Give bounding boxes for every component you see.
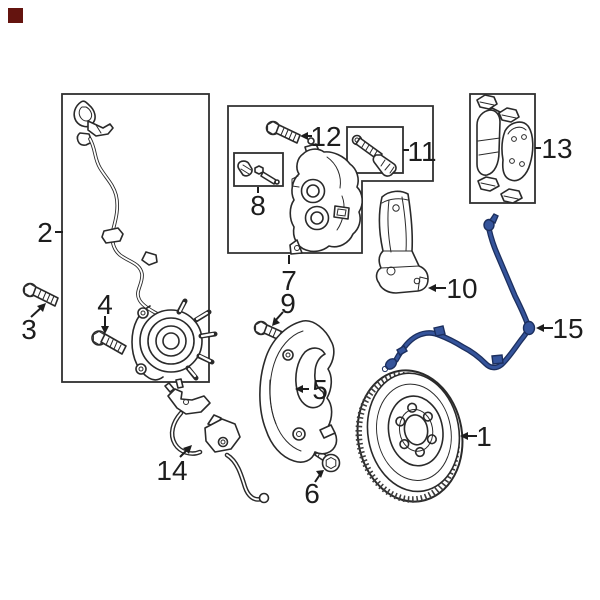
callout-6: 6 [304,478,320,509]
part-1-brake-rotor-drawing [355,369,464,503]
arrow-6 [316,470,324,478]
arrow-1 [460,432,468,440]
part-14-brake-hose-drawing [164,378,270,504]
callout-15: 15 [552,313,583,344]
arrow-10 [428,284,436,292]
group-box-caliper [227,105,434,254]
part-12-bolt-drawing [265,120,301,144]
arrow-3 [37,303,46,312]
callout-3: 3 [21,314,37,345]
part-11-guide-pin-kit-drawing [351,134,397,177]
arrow-14 [183,445,192,454]
callout-14: 14 [156,455,187,486]
callout-2: 2 [37,217,53,248]
arrow-12 [300,132,308,140]
part-6-bolt-drawing [314,449,341,473]
callout-11: 11 [407,136,436,167]
part-3-bolt-drawing [22,282,59,307]
part-7-caliper-drawing [289,137,363,255]
callout-4: 4 [97,289,113,320]
callout-10: 10 [446,273,477,304]
callout-numbers: 1 2 3 4 5 6 7 8 9 10 11 12 13 14 15 [21,121,583,509]
group-box-bleeder-kit [233,152,284,187]
part-8-bleeder-kit-drawing [237,160,280,185]
callout-8: 8 [250,190,266,221]
arrow-15 [536,324,544,332]
callout-9: 9 [280,288,296,319]
callout-leads [30,132,553,483]
part-2-abs-sensor-wire-drawing [73,100,165,320]
callout-1: 1 [476,421,492,452]
arrow-9 [272,317,280,326]
callout-5: 5 [312,374,328,405]
arrow-4 [101,326,109,334]
part-10-caliper-bracket-drawing [375,190,429,294]
callout-13: 13 [541,133,572,164]
callout-7: 7 [281,265,297,296]
group-box-sensor-hub [61,93,210,383]
part-15-abs-sensor-wire-drawing [381,213,536,373]
part-4-hub-bearing-drawing [91,298,218,381]
corner-marker [8,8,23,23]
part-13-brake-pads-drawing [476,94,534,204]
callout-12: 12 [310,121,341,152]
part-5-splash-shield-drawing [259,320,338,463]
arrow-5 [295,385,303,393]
